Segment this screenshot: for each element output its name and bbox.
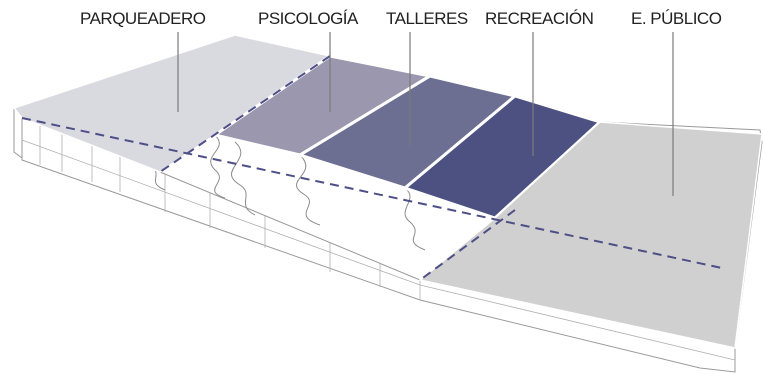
label-parqueadero: PARQUEADERO bbox=[80, 9, 206, 28]
dashed-line-right bbox=[419, 209, 516, 281]
label-psicologia: PSICOLOGÍA bbox=[258, 9, 359, 28]
label-recreacion: RECREACIÓN bbox=[485, 9, 593, 28]
zone-labels: PARQUEADERO PSICOLOGÍA TALLERES RECREACI… bbox=[80, 9, 722, 28]
label-e-publico: E. PÚBLICO bbox=[631, 9, 722, 28]
zone-espacio-publico bbox=[418, 121, 763, 349]
label-talleres: TALLERES bbox=[386, 9, 468, 28]
leader-lines bbox=[177, 32, 674, 196]
dashed-boundaries bbox=[21, 55, 723, 281]
dashed-line-diagonal bbox=[159, 55, 331, 173]
